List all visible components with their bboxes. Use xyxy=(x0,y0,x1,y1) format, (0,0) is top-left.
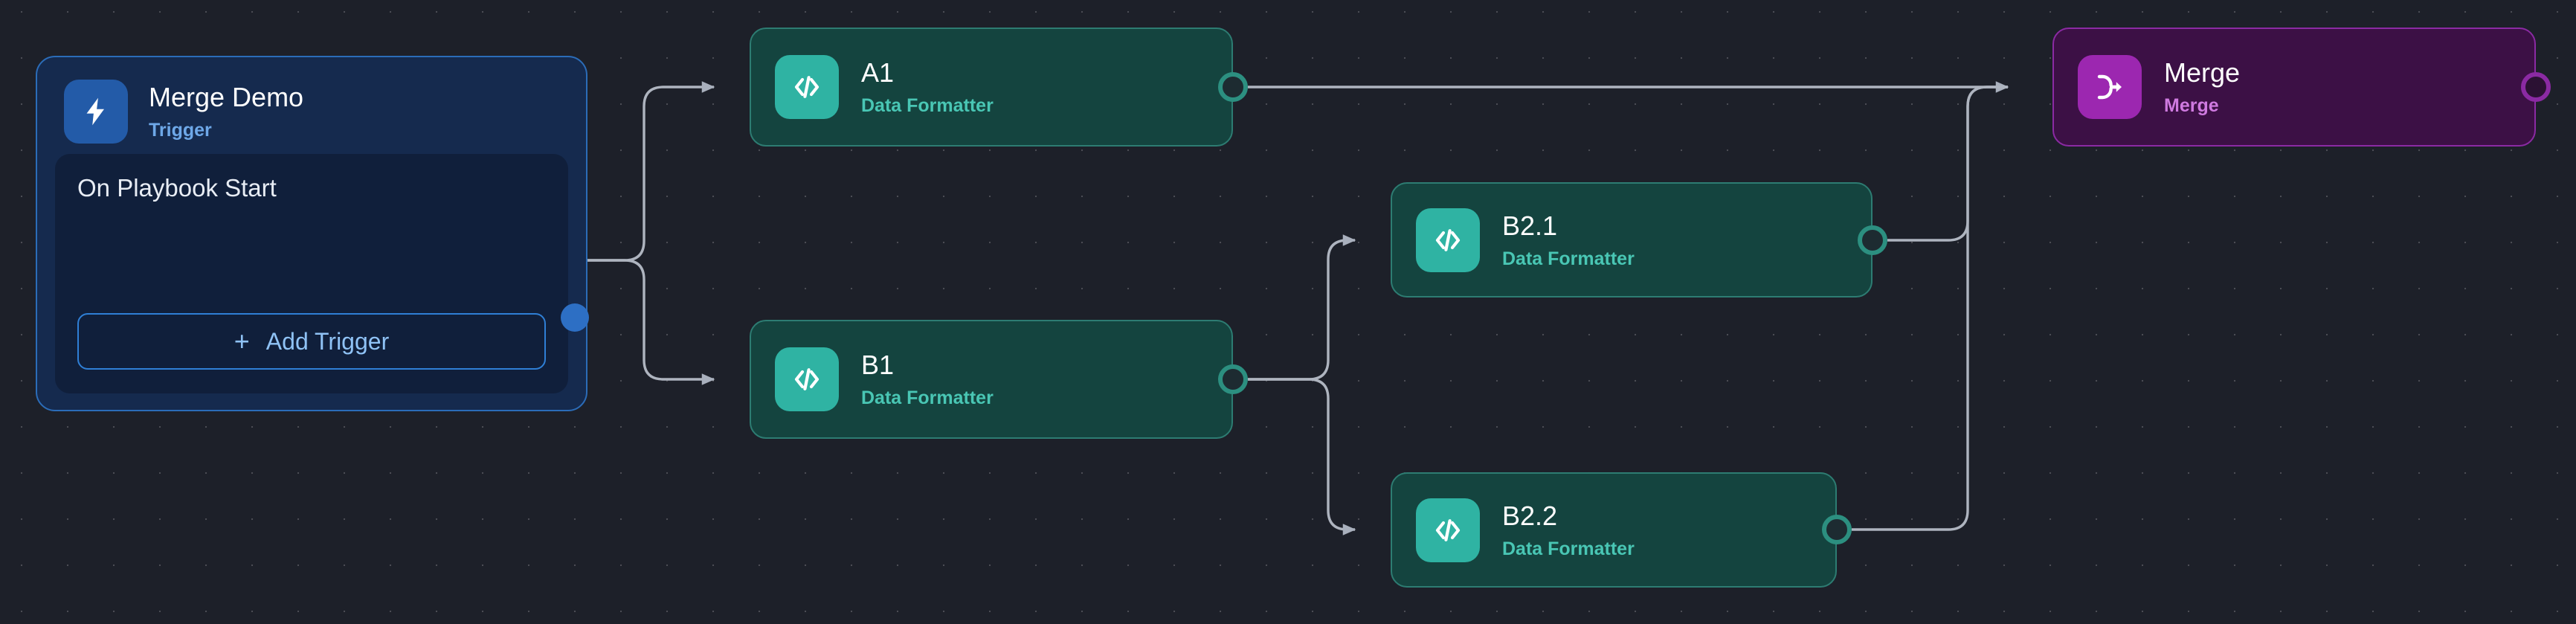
a1-subtitle: Data Formatter xyxy=(861,95,994,116)
b21-output-handle[interactable] xyxy=(1858,225,1887,255)
code-brackets-icon xyxy=(775,347,839,411)
node-b2-2-data-formatter[interactable]: B2.2 Data Formatter xyxy=(1391,472,1837,588)
add-trigger-button[interactable]: + Add Trigger xyxy=(77,313,546,370)
trigger-output-handle[interactable] xyxy=(561,303,589,332)
edge-b1-b21 xyxy=(1248,234,1356,381)
code-brackets-icon xyxy=(1416,208,1480,272)
trigger-header: Merge Demo Trigger xyxy=(37,57,586,145)
merge-arrow-icon xyxy=(2078,55,2142,119)
b1-output-handle[interactable] xyxy=(1218,364,1248,394)
merge-output-handle[interactable] xyxy=(2521,72,2551,102)
trigger-title: Merge Demo xyxy=(149,82,304,112)
on-playbook-start-label: On Playbook Start xyxy=(77,174,277,202)
node-a1-data-formatter[interactable]: A1 Data Formatter xyxy=(750,28,1233,147)
merge-subtitle: Merge xyxy=(2164,95,2219,116)
code-brackets-icon xyxy=(1416,498,1480,562)
b21-title: B2.1 xyxy=(1502,210,1558,241)
node-merge[interactable]: Merge Merge xyxy=(2052,28,2536,147)
node-b1-data-formatter[interactable]: B1 Data Formatter xyxy=(750,320,1233,439)
edge-b21-merge xyxy=(1887,86,2008,242)
edge-b1-b22 xyxy=(1248,378,1356,535)
b21-subtitle: Data Formatter xyxy=(1502,248,1635,269)
trigger-subtitle: Trigger xyxy=(149,120,212,141)
node-b2-1-data-formatter[interactable]: B2.1 Data Formatter xyxy=(1391,182,1873,297)
edge-b22-merge xyxy=(1852,86,2008,531)
b1-title: B1 xyxy=(861,350,895,380)
lightning-bolt-icon xyxy=(64,80,128,144)
b22-output-handle[interactable] xyxy=(1822,515,1852,544)
b22-subtitle: Data Formatter xyxy=(1502,538,1635,559)
merge-title: Merge xyxy=(2164,57,2241,88)
a1-output-handle[interactable] xyxy=(1218,72,1248,102)
node-trigger-merge-demo[interactable]: Merge Demo Trigger On Playbook Start + A… xyxy=(36,56,589,411)
b1-subtitle: Data Formatter xyxy=(861,387,994,408)
plus-icon: + xyxy=(234,326,250,356)
add-trigger-label: Add Trigger xyxy=(265,327,390,355)
code-brackets-icon xyxy=(775,55,839,119)
trigger-body: On Playbook Start + Add Trigger xyxy=(55,154,568,393)
b22-title: B2.2 xyxy=(1502,500,1558,531)
a1-title: A1 xyxy=(861,57,895,88)
